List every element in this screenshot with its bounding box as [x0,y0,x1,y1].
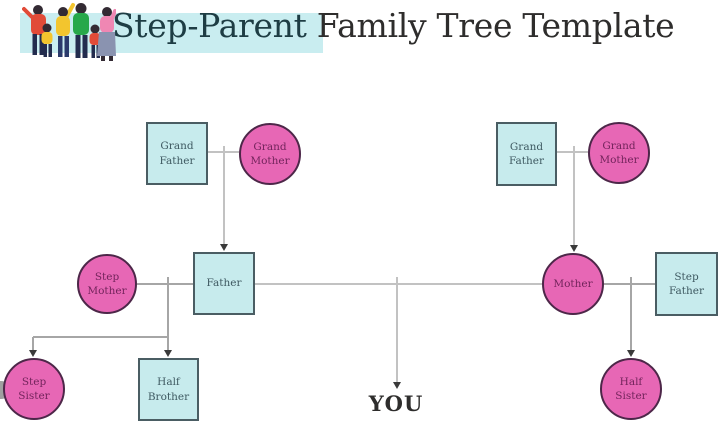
node-mother: Mother [542,253,604,315]
node-right-grandfather: Grand Father [496,122,557,186]
node-label: Grand Mother [250,140,290,167]
arrowhead-you [393,382,401,389]
node-label: Half Brother [147,376,190,403]
page-title-highlighted-part: Step-Parent [112,6,307,45]
node-label: Grand Mother [599,139,639,166]
node-half-brother: Half Brother [138,358,199,421]
node-label: Mother [553,277,593,290]
node-father: Father [193,252,255,315]
arrowhead-step-sister [29,350,37,357]
node-left-grandfather: Grand Father [146,122,208,185]
node-half-sister: Half Sister [600,358,662,420]
family-group-icon [22,3,116,61]
node-step-mother: Step Mother [77,254,137,314]
arrowhead-half-brother [164,350,172,357]
node-label: Step Father [668,270,705,297]
node-right-grandmother: Grand Mother [588,122,650,184]
you-label: YOU [368,391,424,416]
page-title: Step-Parent Family Tree Template [112,6,675,45]
arrowhead-father [220,244,228,251]
node-left-grandmother: Grand Mother [239,123,301,185]
title-highlight-bar [20,13,323,53]
node-label: Step Sister [18,375,50,402]
node-label: Grand Father [159,140,195,167]
node-label: Grand Father [508,140,545,167]
arrowhead-mother [570,245,578,252]
node-label: Half Sister [615,375,647,402]
arrowhead-half-sister [627,350,635,357]
node-label: Father [206,277,242,290]
node-label: Step Mother [87,270,127,297]
page-title-rest-part: Family Tree Template [306,6,675,45]
node-step-sister: Step Sister [3,358,65,420]
node-step-father: Step Father [655,252,718,316]
